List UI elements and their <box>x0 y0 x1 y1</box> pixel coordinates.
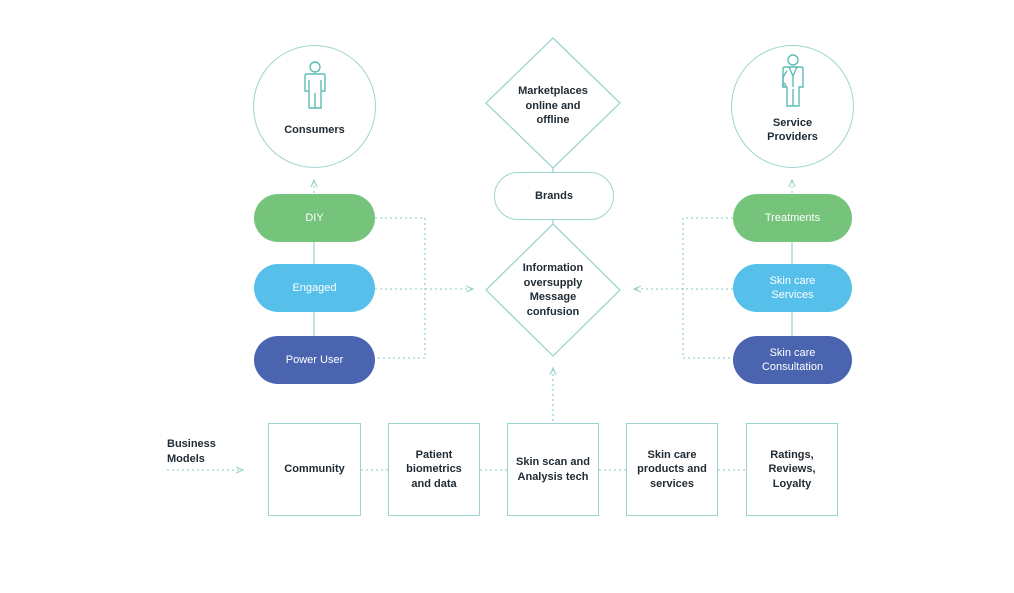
marketplaces-label: Marketplaces online and offline <box>518 85 588 126</box>
brands-pill: Brands <box>494 172 614 220</box>
doctor-icon <box>781 54 804 107</box>
treatments-pill: Treatments <box>733 194 852 242</box>
information-oversupply-label: Information oversupply Message confusion <box>522 262 584 318</box>
marketplaces-diamond <box>485 37 621 169</box>
information-diamond <box>485 223 621 357</box>
skin-care-services-pill: Skin care Services <box>733 264 852 312</box>
patient-biometrics-box: Patient biometrics and data <box>388 423 480 516</box>
skin-care-products-box: Skin care products and services <box>626 423 718 516</box>
provider-bracket <box>682 217 733 359</box>
service-providers-label: Service Providers <box>767 117 818 143</box>
power-user-pill: Power User <box>254 336 375 384</box>
service-providers-node: Service Providers <box>731 45 854 168</box>
business-models-label: Business Models <box>167 438 216 465</box>
skin-scan-box: Skin scan and Analysis tech <box>507 423 599 516</box>
person-icon <box>303 61 326 109</box>
consumers-node: Consumers <box>253 45 376 168</box>
skin-care-consultation-pill: Skin care Consultation <box>733 336 852 384</box>
community-box: Community <box>268 423 361 516</box>
consumer-bracket <box>375 217 426 359</box>
ratings-reviews-box: Ratings, Reviews, Loyalty <box>746 423 838 516</box>
consumers-label: Consumers <box>284 124 345 136</box>
diy-pill: DIY <box>254 194 375 242</box>
engaged-pill: Engaged <box>254 264 375 312</box>
